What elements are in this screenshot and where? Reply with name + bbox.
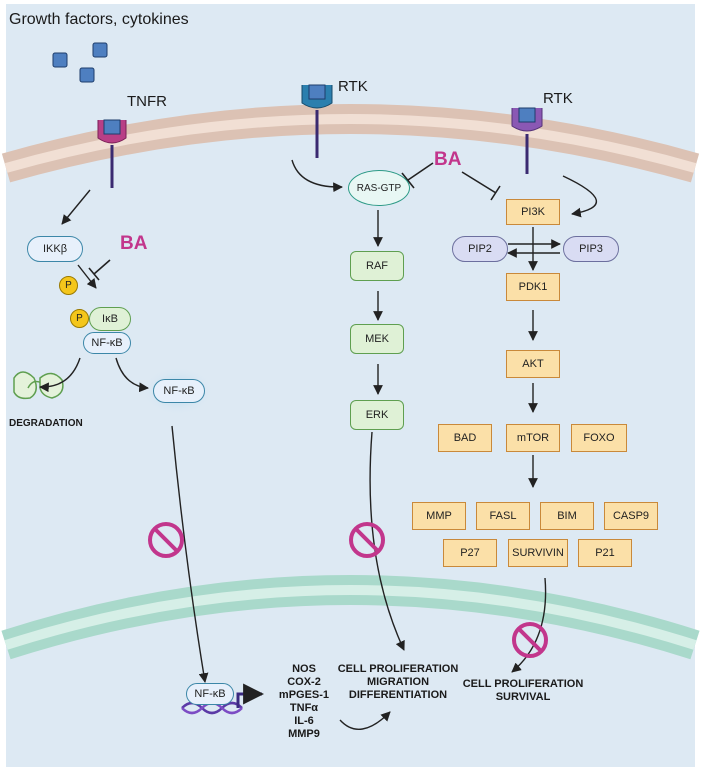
tnfr-receptor-icon: [97, 119, 127, 188]
pi3k-outcome: CELL PROLIFERATION SURVIVAL: [458, 678, 588, 704]
outcome-label: CELL PROLIFERATION: [337, 663, 459, 675]
inhibition-mark: [88, 259, 111, 281]
p21-node: P21: [578, 539, 632, 567]
arrow: [511, 577, 547, 673]
inhibition-mark: [461, 171, 501, 201]
diagram-title: Growth factors, cytokines: [9, 11, 189, 28]
nfkb-complex-node: NF-κB: [83, 332, 131, 354]
bad-node: BAD: [438, 424, 492, 452]
rtk-label: RTK: [338, 78, 368, 95]
nuclear-membrane-inner: [4, 585, 697, 650]
transcription-start-icon: [236, 683, 265, 708]
gene-label: mPGES-1: [278, 689, 330, 701]
ligand-icon: [92, 42, 108, 58]
bim-node: BIM: [540, 502, 594, 530]
target-genes-list: NOS COX-2 mPGES-1 TNFα IL-6 MMP9: [272, 663, 336, 741]
p27-node: P27: [443, 539, 497, 567]
gene-label: COX-2: [287, 676, 321, 688]
rtk-receptor-icon: [301, 84, 333, 158]
akt-node: AKT: [506, 350, 560, 378]
erk-node: ERK: [350, 400, 404, 430]
rtk-label: RTK: [543, 90, 573, 107]
pi3k-node: PI3K: [506, 199, 560, 225]
pip2-node: PIP2: [452, 236, 508, 262]
survivin-node: SURVIVIN: [508, 539, 568, 567]
mtor-node: mTOR: [506, 424, 560, 452]
phosphate-node: P: [70, 309, 89, 328]
inhibition-mark: [401, 162, 434, 189]
block-icon: [148, 522, 184, 558]
pdk1-node: PDK1: [506, 273, 560, 301]
arrow: [339, 711, 391, 730]
ikk-beta-node: IKKβ: [27, 236, 83, 262]
pip3-node: PIP3: [563, 236, 619, 262]
gene-label: TNFα: [289, 702, 319, 714]
ikb-node: IκB: [89, 307, 131, 331]
arrow: [39, 357, 81, 393]
nfkb-dna-node: NF-κB: [186, 683, 234, 705]
outcome-label: SURVIVAL: [495, 691, 551, 703]
outcome-label: CELL PROLIFERATION: [462, 678, 584, 690]
ligand-icon: [52, 52, 68, 68]
block-icon: [512, 622, 548, 658]
mapk-outcome: CELL PROLIFERATION MIGRATION DIFFERENTIA…: [336, 663, 460, 702]
tnfr-label: TNFR: [127, 93, 167, 110]
arrow: [61, 189, 91, 225]
outcome-label: MIGRATION: [366, 676, 430, 688]
casp9-node: CASP9: [604, 502, 658, 530]
foxo-node: FOXO: [571, 424, 627, 452]
degradation-label: DEGRADATION: [9, 418, 83, 429]
fasl-node: FASL: [476, 502, 530, 530]
arrow: [77, 264, 97, 289]
phosphate-node: P: [59, 276, 78, 295]
arrow: [562, 175, 597, 218]
block-icon: [349, 522, 385, 558]
rtk-receptor-icon: [511, 107, 543, 174]
ba-inhibitor-label: BA: [120, 233, 148, 254]
ba-inhibitor-label: BA: [434, 149, 462, 170]
mmp-node: MMP: [412, 502, 466, 530]
nfkb-free-node: NF-κB: [153, 379, 205, 403]
outcome-label: DIFFERENTIATION: [348, 689, 448, 701]
gene-label: MMP9: [288, 728, 320, 740]
arrow: [171, 425, 209, 683]
arrow: [291, 159, 343, 193]
gene-label: IL-6: [294, 715, 314, 727]
ligand-icon: [79, 67, 95, 83]
raf-node: RAF: [350, 251, 404, 281]
cell-membrane-inner: [4, 114, 697, 173]
arrow: [115, 357, 149, 393]
ras-gtp-node: RAS-GTP: [348, 170, 410, 206]
gene-label: NOS: [292, 663, 316, 675]
mek-node: MEK: [350, 324, 404, 354]
